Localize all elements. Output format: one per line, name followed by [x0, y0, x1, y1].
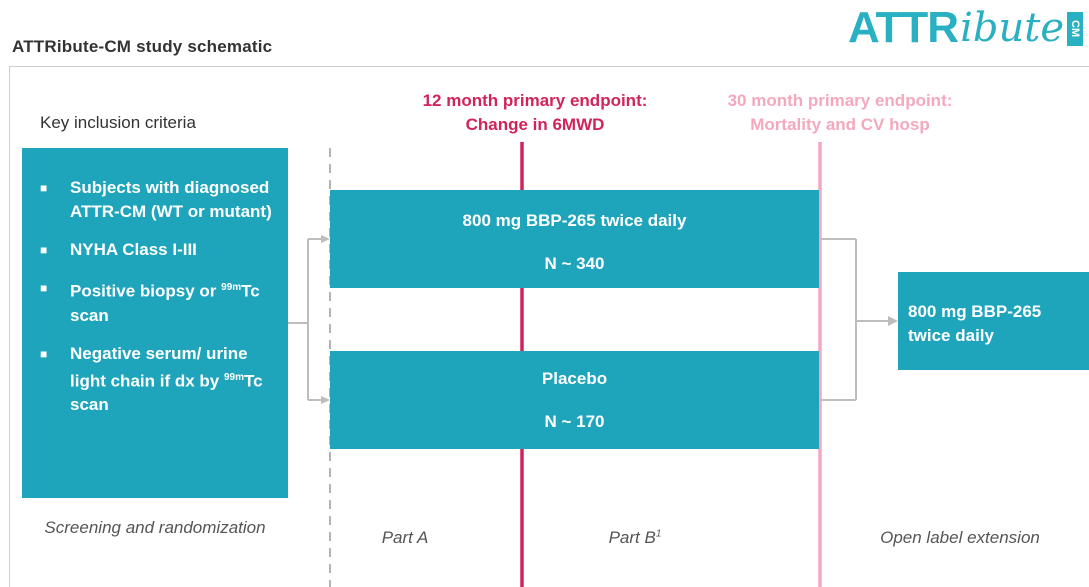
logo-text-main: ATTR: [848, 3, 959, 52]
criteria-item: ■Subjects with diagnosed ATTR-CM (WT or …: [40, 178, 272, 221]
placebo-arm-box: Placebo N ~ 170: [330, 351, 819, 449]
inclusion-criteria-box: ■Subjects with diagnosed ATTR-CM (WT or …: [22, 148, 288, 498]
arrowhead-placebo: [321, 396, 330, 404]
phase-screening-label: Screening and randomization: [44, 518, 266, 537]
open-label-extension-box: 800 mg BBP-265 twice daily: [898, 272, 1089, 370]
active-arm-n: N ~ 340: [544, 254, 605, 273]
bullet-icon: ■: [40, 346, 48, 361]
phase-part-a-label: Part A: [381, 528, 429, 547]
logo-badge: CM: [1067, 12, 1083, 46]
split-connector: [288, 238, 322, 401]
arrowhead-ole: [888, 316, 898, 326]
criteria-item: ■Positive biopsy or 99mTc scan: [36, 276, 278, 328]
bullet-icon: ■: [40, 281, 48, 295]
bullet-icon: ■: [40, 181, 48, 195]
diagram-frame: [9, 66, 1089, 587]
active-arm-box: 800 mg BBP-265 twice daily N ~ 340: [330, 190, 819, 288]
criteria-item: ■Negative serum/ urine light chain if dx…: [40, 343, 263, 415]
placebo-arm-n: N ~ 170: [544, 412, 605, 431]
placebo-arm-label: Placebo: [541, 369, 608, 388]
phase-part-b-label: Part B1: [608, 528, 662, 547]
thirty-month-endpoint-label: 30 month primary endpoint: Mortality and…: [727, 91, 953, 134]
inclusion-heading: Key inclusion criteria: [40, 113, 196, 132]
arrowhead-active: [321, 235, 330, 243]
active-arm-label: 800 mg BBP-265 twice daily: [462, 211, 687, 230]
logo-text-script: ibute: [960, 5, 1064, 51]
phase-ole-label: Open label extension: [880, 528, 1040, 547]
bullet-icon: ■: [40, 243, 48, 257]
twelve-month-endpoint-label: 12 month primary endpoint: Change in 6MW…: [422, 91, 648, 134]
criteria-item: ■NYHA Class I-III: [36, 238, 278, 262]
page-title: ATTRibute-CM study schematic: [12, 37, 273, 56]
merge-connector: [821, 238, 888, 401]
